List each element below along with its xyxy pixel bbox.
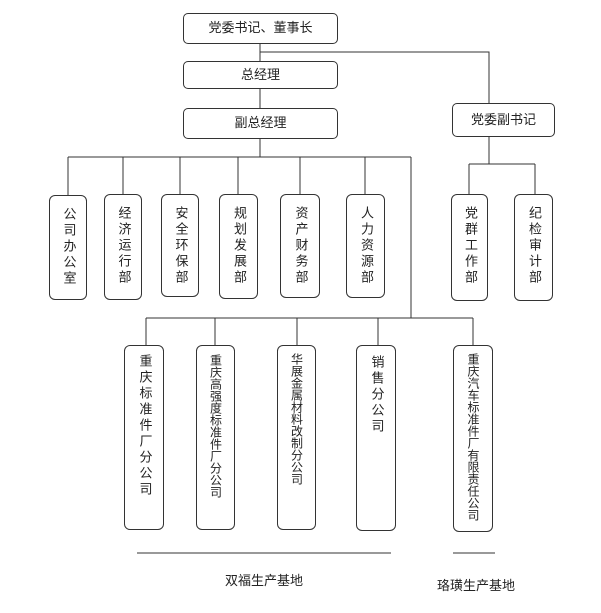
subsidiary-label: 重庆标准件厂分公司 [136,354,152,498]
party-department-box: 纪检审计部 [514,194,553,301]
deputy-general-manager-box: 副总经理 [183,108,338,139]
department-label: 公司办公室 [60,207,76,287]
subsidiary-box: 重庆汽车标准件厂有限责任公司 [453,345,493,532]
department-label: 安全环保部 [172,206,188,286]
department-box: 人力资源部 [346,194,385,298]
department-label: 规划发展部 [231,206,246,286]
subsidiary-box: 华展金属材料改制分公司 [277,345,316,530]
department-box: 公司办公室 [49,195,87,300]
party-department-box: 党群工作部 [451,194,488,301]
subsidiary-box: 重庆高强度标准件厂分公司 [196,345,235,530]
department-label: 人力资源部 [358,206,373,286]
department-box: 资产财务部 [280,194,320,298]
general-manager-box: 总经理 [183,61,338,89]
deputy-party-secretary-box: 党委副书记 [452,103,555,137]
party-secretary-chairman-label: 党委书记、董事长 [208,21,313,36]
department-label: 经济运行部 [115,206,131,286]
subsidiary-label: 销售分公司 [368,355,384,435]
shuangfu-base-caption: 双福生产基地 [225,574,304,589]
department-box: 规划发展部 [219,194,258,299]
party-secretary-chairman-box: 党委书记、董事长 [183,13,338,44]
subsidiary-box: 重庆标准件厂分公司 [124,345,164,530]
luohuang-base-caption: 珞璜生产基地 [437,579,516,594]
party-department-label: 党群工作部 [462,206,477,286]
general-manager-label: 总经理 [240,67,280,83]
department-box: 安全环保部 [161,194,199,297]
deputy-general-manager-label: 副总经理 [234,116,287,131]
party-department-label: 纪检审计部 [526,206,541,286]
deputy-party-secretary-label: 党委副书记 [470,112,536,128]
subsidiary-label: 重庆高强度标准件厂分公司 [208,354,223,498]
department-label: 资产财务部 [292,206,308,286]
department-box: 经济运行部 [104,194,142,300]
subsidiary-box: 销售分公司 [356,345,396,531]
subsidiary-label: 重庆汽车标准件厂有限责任公司 [466,353,480,521]
subsidiary-label: 华展金属材料改制分公司 [289,353,304,485]
connector-secretary-deputy-secretary [260,51,490,103]
